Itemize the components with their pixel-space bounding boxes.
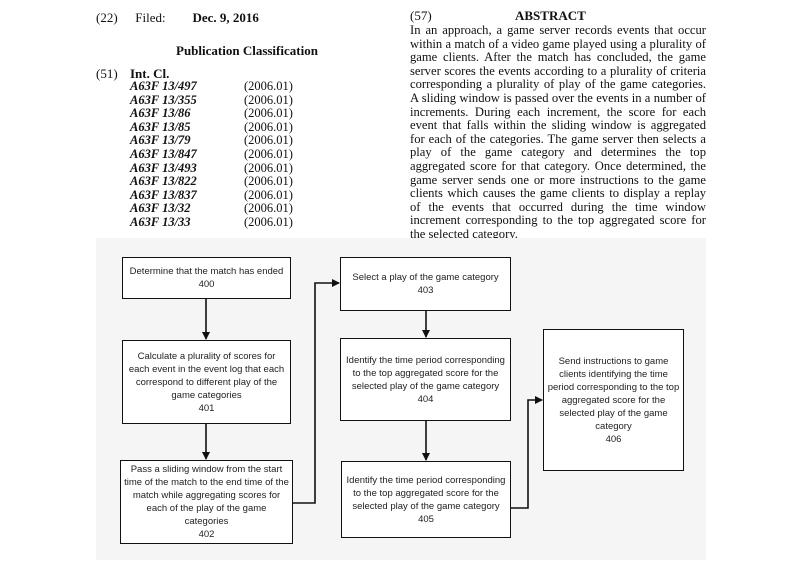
classification-row: A63F 13/355 (2006.01) — [130, 92, 320, 108]
classification-year: (2006.01) — [244, 214, 293, 229]
classification-code: A63F 13/847 — [130, 146, 197, 161]
step-ref: 401 — [198, 402, 215, 414]
step-ref: 406 — [605, 433, 622, 445]
classification-code: A63F 13/822 — [130, 174, 197, 189]
classification-row: A63F 13/847 (2006.01) — [130, 146, 320, 162]
flowchart-step-400: Determine that the match has ended 400 — [122, 257, 291, 299]
flowchart-arrows — [202, 279, 543, 509]
classification-year: (2006.01) — [244, 187, 293, 202]
step-text: Select a play of the game category — [352, 272, 499, 283]
flowchart-step-402: Pass a sliding window from the start tim… — [120, 460, 293, 544]
classification-row: A63F 13/33 (2006.01) — [130, 214, 320, 230]
classification-list: A63F 13/497 (2006.01) A63F 13/355 (2006.01… — [130, 79, 320, 230]
abstract-title: ABSTRACT — [515, 8, 586, 23]
classification-code: A63F 13/497 — [130, 79, 197, 93]
step-text: Identify the time period corresponding t… — [346, 354, 505, 392]
classification-year: (2006.01) — [244, 174, 293, 189]
step-text: Determine that the match has ended — [129, 266, 284, 277]
classification-code: A63F 13/86 — [130, 106, 191, 121]
filed-label: Filed: — [135, 10, 166, 25]
arrow-402-to-403 — [292, 279, 340, 504]
classification-code: A63F 13/837 — [130, 187, 197, 202]
classification-row: A63F 13/32 (2006.01) — [130, 202, 320, 216]
classification-row: A63F 13/493 (2006.01) — [130, 160, 320, 176]
classification-row: A63F 13/822 (2006.01) — [130, 175, 320, 189]
step-text: Send instructions to game clients identi… — [547, 355, 680, 432]
classification-row: A63F 13/85 (2006.01) — [130, 119, 320, 135]
classification-row: A63F 13/497 (2006.01) — [130, 79, 320, 94]
classification-code: A63F 13/32 — [130, 201, 191, 216]
classification-row: A63F 13/837 (2006.01) — [130, 187, 320, 203]
classification-year: (2006.01) — [244, 133, 293, 148]
step-ref: 402 — [198, 529, 215, 540]
step-ref: 405 — [418, 513, 434, 525]
classification-code: A63F 13/85 — [130, 119, 191, 134]
abstract-number: (57) — [410, 8, 432, 23]
classification-code: A63F 13/493 — [130, 160, 197, 175]
step-text: Pass a sliding window from the start tim… — [124, 464, 289, 527]
classification-year: (2006.01) — [244, 146, 293, 161]
step-ref: 404 — [417, 393, 434, 405]
intcl-number: (51) — [96, 66, 118, 81]
step-text: Identify the time period corresponding t… — [346, 474, 506, 512]
classification-year: (2006.01) — [244, 79, 293, 93]
flowchart-step-406: Send instructions to game clients identi… — [543, 329, 684, 471]
step-ref: 400 — [198, 279, 215, 290]
filed-line: (22) Filed: Dec. 9, 2016 — [96, 10, 259, 26]
flowchart-step-403: Select a play of the game category 403 — [340, 257, 511, 311]
classification-year: (2006.01) — [244, 160, 293, 175]
classification-code: A63F 13/33 — [130, 214, 191, 229]
classification-year: (2006.01) — [244, 106, 293, 121]
filed-number: (22) — [96, 10, 118, 25]
flowchart-step-404: Identify the time period corresponding t… — [340, 338, 511, 421]
flowchart: Determine that the match has ended 400 C… — [96, 238, 706, 560]
classification-year: (2006.01) — [244, 119, 293, 134]
publication-classification-heading: Publication Classification — [176, 43, 318, 58]
flowchart-step-405: Identify the time period corresponding t… — [341, 461, 511, 538]
classification-year: (2006.01) — [244, 201, 293, 216]
filed-date: Dec. 9, 2016 — [192, 10, 259, 25]
classification-code: A63F 13/355 — [130, 92, 197, 107]
classification-row: A63F 13/86 (2006.01) — [130, 107, 320, 121]
flowchart-step-401: Calculate a plurality of scores for each… — [122, 340, 291, 424]
step-ref: 403 — [417, 285, 434, 296]
arrow-405-to-406 — [510, 396, 543, 509]
classification-code: A63F 13/79 — [130, 133, 191, 148]
intcl-label: Int. Cl. — [130, 66, 170, 81]
classification-year: (2006.01) — [244, 92, 293, 107]
step-text: Calculate a plurality of scores for each… — [128, 350, 285, 401]
classification-row: A63F 13/79 (2006.01) — [130, 134, 320, 148]
abstract-text: In an approach, a game server records ev… — [410, 23, 706, 241]
